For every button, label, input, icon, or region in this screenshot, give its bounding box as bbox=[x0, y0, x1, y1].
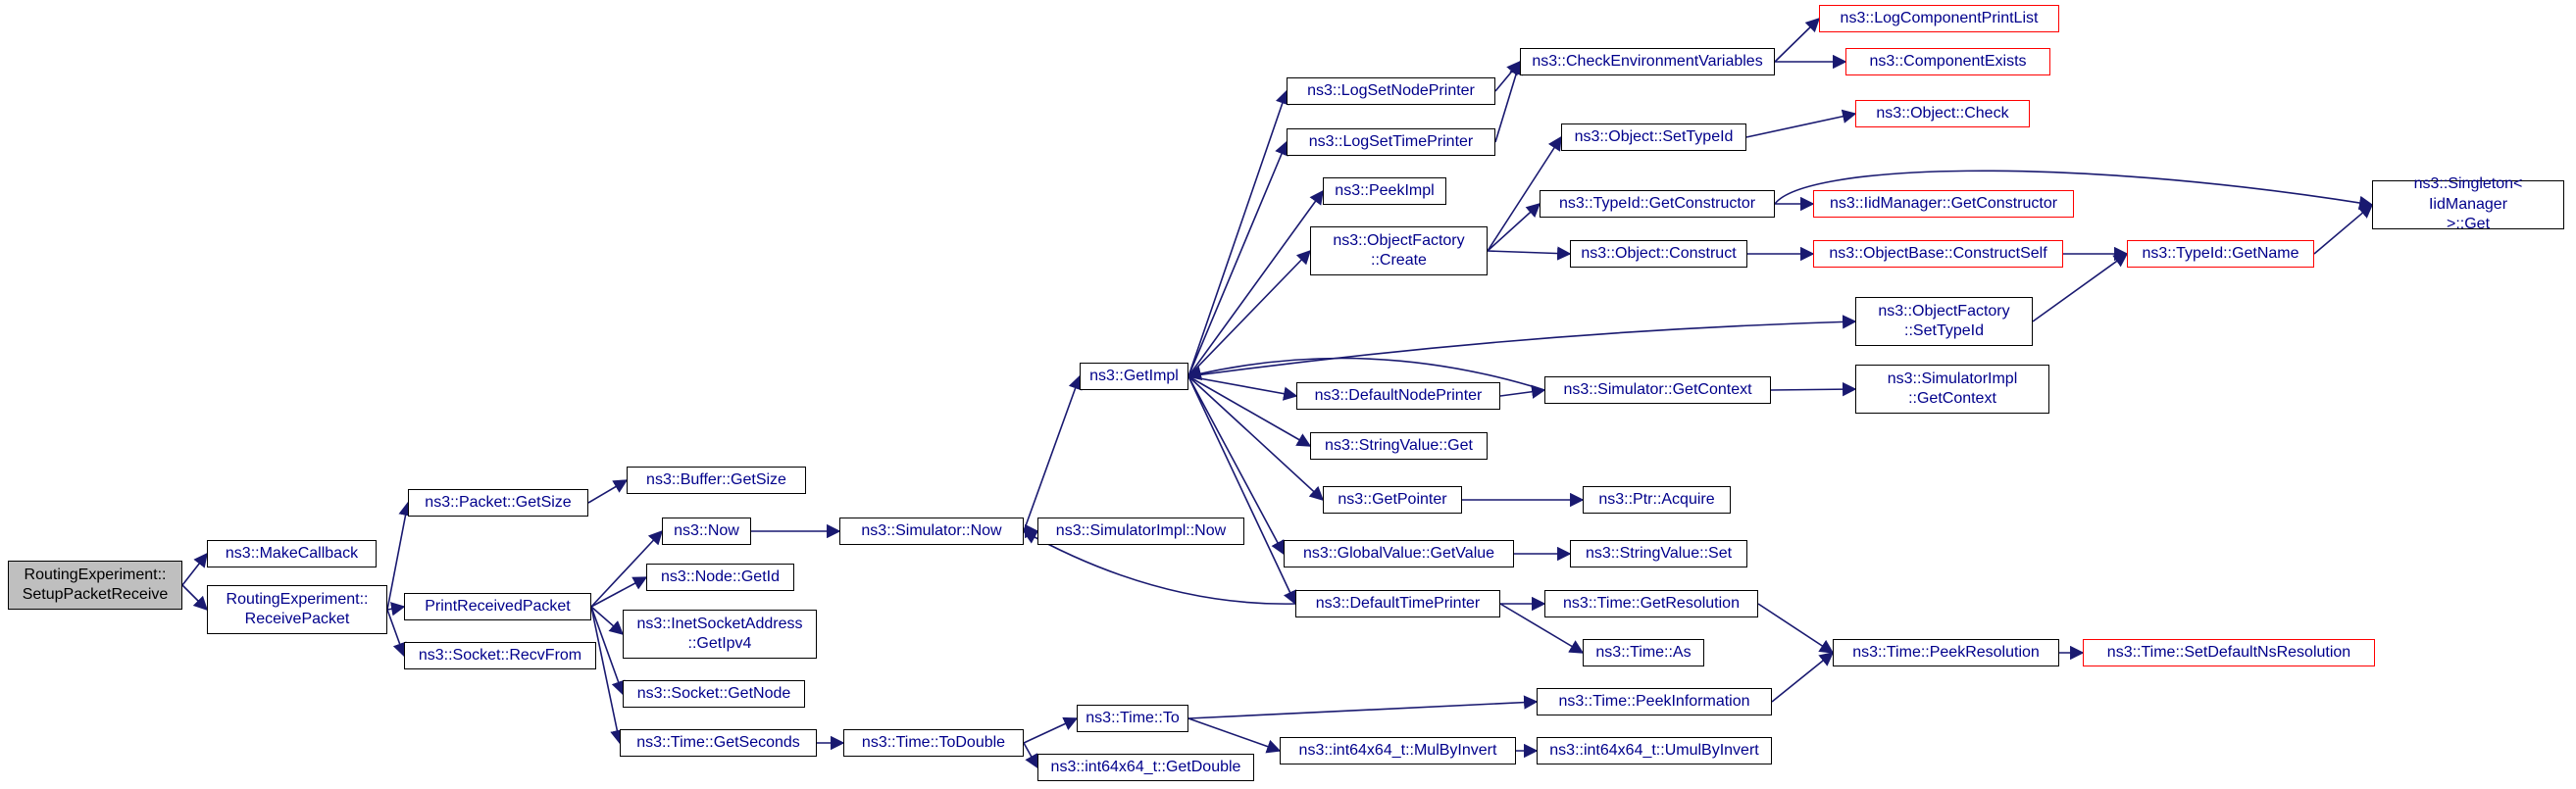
node-inet-socket-address-get-ipv4[interactable]: ns3::InetSocketAddress ::GetIpv4 bbox=[623, 610, 817, 659]
node-time-set-default-ns-resolution[interactable]: ns3::Time::SetDefaultNsResolution bbox=[2083, 639, 2375, 666]
node-object-construct[interactable]: ns3::Object::Construct bbox=[1570, 240, 1747, 268]
node-setup-packet-receive: RoutingExperiment:: SetupPacketReceive bbox=[8, 561, 182, 610]
edge-receive-packet--socket-recv-from bbox=[386, 609, 407, 658]
node-simulator-impl-now[interactable]: ns3::SimulatorImpl::Now bbox=[1037, 518, 1244, 545]
edge-log-set-time-printer--check-environment-variables bbox=[1494, 60, 1524, 143]
node-time-as[interactable]: ns3::Time::As bbox=[1583, 639, 1704, 666]
node-component-exists[interactable]: ns3::ComponentExists bbox=[1845, 48, 2050, 75]
node-packet-get-size[interactable]: ns3::Packet::GetSize bbox=[408, 489, 588, 517]
node-print-received-packet[interactable]: PrintReceivedPacket bbox=[404, 593, 591, 620]
node-object-set-type-id[interactable]: ns3::Object::SetTypeId bbox=[1561, 123, 1746, 151]
edge-type-id-get-name--singleton-iid-manager-get bbox=[2313, 204, 2374, 255]
node-simulator-now[interactable]: ns3::Simulator::Now bbox=[839, 518, 1024, 545]
edge-print-received-packet--time-get-seconds bbox=[590, 606, 625, 745]
node-simulator-get-context[interactable]: ns3::Simulator::GetContext bbox=[1544, 376, 1771, 404]
edge-time-to--int64x64-mul-by-invert bbox=[1187, 717, 1282, 754]
edge-get-impl--global-value-get-value bbox=[1187, 375, 1285, 556]
edge-check-environment-variables--log-component-print-list bbox=[1774, 17, 1821, 63]
edge-print-received-packet--socket-get-node bbox=[590, 606, 626, 696]
edge-object-factory-create--object-construct bbox=[1487, 246, 1572, 261]
edge-simulator-now--get-impl bbox=[1023, 374, 1083, 532]
edge-time-to--time-peek-information bbox=[1187, 695, 1539, 719]
edge-print-received-packet--node-get-id bbox=[590, 576, 648, 608]
edge-setup-packet-receive--make-callback bbox=[181, 552, 208, 586]
edge-default-node-printer--simulator-get-context bbox=[1499, 384, 1546, 399]
node-socket-recv-from[interactable]: ns3::Socket::RecvFrom bbox=[404, 642, 596, 669]
edge-print-received-packet--now bbox=[590, 529, 663, 608]
node-int64x64-mul-by-invert[interactable]: ns3::int64x64_t::MulByInvert bbox=[1280, 737, 1516, 764]
node-peek-impl[interactable]: ns3::PeekImpl bbox=[1323, 177, 1446, 205]
edge-time-get-resolution--time-peek-resolution bbox=[1757, 603, 1835, 654]
edge-get-impl--string-value-get bbox=[1187, 375, 1312, 447]
edge-get-impl--log-set-node-printer bbox=[1187, 89, 1289, 377]
node-object-factory-set-type-id[interactable]: ns3::ObjectFactory ::SetTypeId bbox=[1855, 297, 2033, 346]
node-time-get-resolution[interactable]: ns3::Time::GetResolution bbox=[1544, 590, 1758, 617]
node-simulator-impl-get-context[interactable]: ns3::SimulatorImpl ::GetContext bbox=[1855, 365, 2049, 414]
node-int64x64-umul-by-invert[interactable]: ns3::int64x64_t::UmulByInvert bbox=[1537, 737, 1772, 764]
edge-get-impl--object-factory-create bbox=[1187, 249, 1312, 377]
node-default-node-printer[interactable]: ns3::DefaultNodePrinter bbox=[1296, 382, 1500, 410]
edge-get-impl--default-node-printer bbox=[1187, 375, 1298, 401]
node-socket-get-node[interactable]: ns3::Socket::GetNode bbox=[623, 680, 805, 708]
edge-time-to-double--time-to bbox=[1023, 716, 1079, 744]
node-ptr-acquire[interactable]: ns3::Ptr::Acquire bbox=[1583, 486, 1731, 514]
node-node-get-id[interactable]: ns3::Node::GetId bbox=[646, 564, 794, 591]
edge-get-impl--log-set-time-printer bbox=[1187, 140, 1288, 377]
edge-object-set-type-id--object-check bbox=[1745, 109, 1857, 138]
node-log-set-time-printer[interactable]: ns3::LogSetTimePrinter bbox=[1287, 128, 1495, 156]
edge-simulator-get-context--get-impl bbox=[1187, 357, 1545, 391]
node-time-to-double[interactable]: ns3::Time::ToDouble bbox=[843, 729, 1024, 757]
edge-object-factory-create--object-set-type-id bbox=[1487, 135, 1562, 252]
edge-time-peek-information--time-peek-resolution bbox=[1771, 652, 1835, 703]
node-singleton-iid-manager-get[interactable]: ns3::Singleton< IidManager >::Get bbox=[2372, 175, 2564, 232]
edge-get-impl--peek-impl bbox=[1187, 189, 1324, 377]
node-type-id-get-constructor[interactable]: ns3::TypeId::GetConstructor bbox=[1540, 190, 1775, 218]
node-time-get-seconds[interactable]: ns3::Time::GetSeconds bbox=[620, 729, 817, 757]
node-iid-manager-get-constructor[interactable]: ns3::IidManager::GetConstructor bbox=[1813, 190, 2074, 218]
node-string-value-set[interactable]: ns3::StringValue::Set bbox=[1570, 540, 1747, 567]
node-make-callback[interactable]: ns3::MakeCallback bbox=[207, 540, 377, 567]
node-check-environment-variables[interactable]: ns3::CheckEnvironmentVariables bbox=[1520, 48, 1775, 75]
node-object-check[interactable]: ns3::Object::Check bbox=[1855, 100, 2030, 127]
edge-type-id-get-constructor--singleton-iid-manager-get bbox=[1774, 170, 2374, 211]
edge-simulator-get-context--simulator-impl-get-context bbox=[1770, 381, 1857, 397]
node-type-id-get-name[interactable]: ns3::TypeId::GetName bbox=[2127, 240, 2314, 268]
edge-get-impl--object-factory-set-type-id bbox=[1187, 315, 1857, 377]
edge-get-impl--get-pointer bbox=[1187, 375, 1325, 501]
node-time-to[interactable]: ns3::Time::To bbox=[1077, 705, 1188, 732]
edge-receive-packet--packet-get-size bbox=[386, 501, 413, 611]
node-time-peek-resolution[interactable]: ns3::Time::PeekResolution bbox=[1833, 639, 2059, 666]
edge-setup-packet-receive--receive-packet bbox=[181, 584, 209, 612]
edge-get-impl--default-time-printer bbox=[1187, 375, 1297, 606]
edge-object-factory-set-type-id--type-id-get-name bbox=[2032, 253, 2129, 322]
edge-default-time-printer--simulator-now bbox=[1022, 530, 1296, 605]
node-get-pointer[interactable]: ns3::GetPointer bbox=[1323, 486, 1462, 514]
edge-packet-get-size--buffer-get-size bbox=[587, 479, 629, 504]
node-buffer-get-size[interactable]: ns3::Buffer::GetSize bbox=[627, 467, 806, 494]
node-default-time-printer[interactable]: ns3::DefaultTimePrinter bbox=[1295, 590, 1500, 617]
edge-time-to-double--int64x64-get-double bbox=[1023, 742, 1038, 769]
node-string-value-get[interactable]: ns3::StringValue::Get bbox=[1310, 432, 1488, 460]
node-now[interactable]: ns3::Now bbox=[662, 518, 751, 545]
node-object-base-construct-self[interactable]: ns3::ObjectBase::ConstructSelf bbox=[1813, 240, 2063, 268]
edge-object-factory-create--type-id-get-constructor bbox=[1487, 203, 1541, 252]
node-log-set-node-printer[interactable]: ns3::LogSetNodePrinter bbox=[1287, 77, 1495, 105]
edge-default-time-printer--time-as bbox=[1499, 603, 1585, 654]
node-int64x64-get-double[interactable]: ns3::int64x64_t::GetDouble bbox=[1037, 754, 1254, 781]
node-time-peek-information[interactable]: ns3::Time::PeekInformation bbox=[1537, 688, 1772, 715]
edge-print-received-packet--inet-socket-address-get-ipv4 bbox=[590, 606, 625, 635]
node-receive-packet[interactable]: RoutingExperiment:: ReceivePacket bbox=[207, 585, 387, 634]
node-get-impl[interactable]: ns3::GetImpl bbox=[1080, 363, 1188, 390]
node-log-component-print-list[interactable]: ns3::LogComponentPrintList bbox=[1819, 5, 2059, 32]
edge-receive-packet--print-received-packet bbox=[386, 602, 406, 616]
node-object-factory-create[interactable]: ns3::ObjectFactory ::Create bbox=[1310, 226, 1488, 275]
node-global-value-get-value[interactable]: ns3::GlobalValue::GetValue bbox=[1284, 540, 1514, 567]
